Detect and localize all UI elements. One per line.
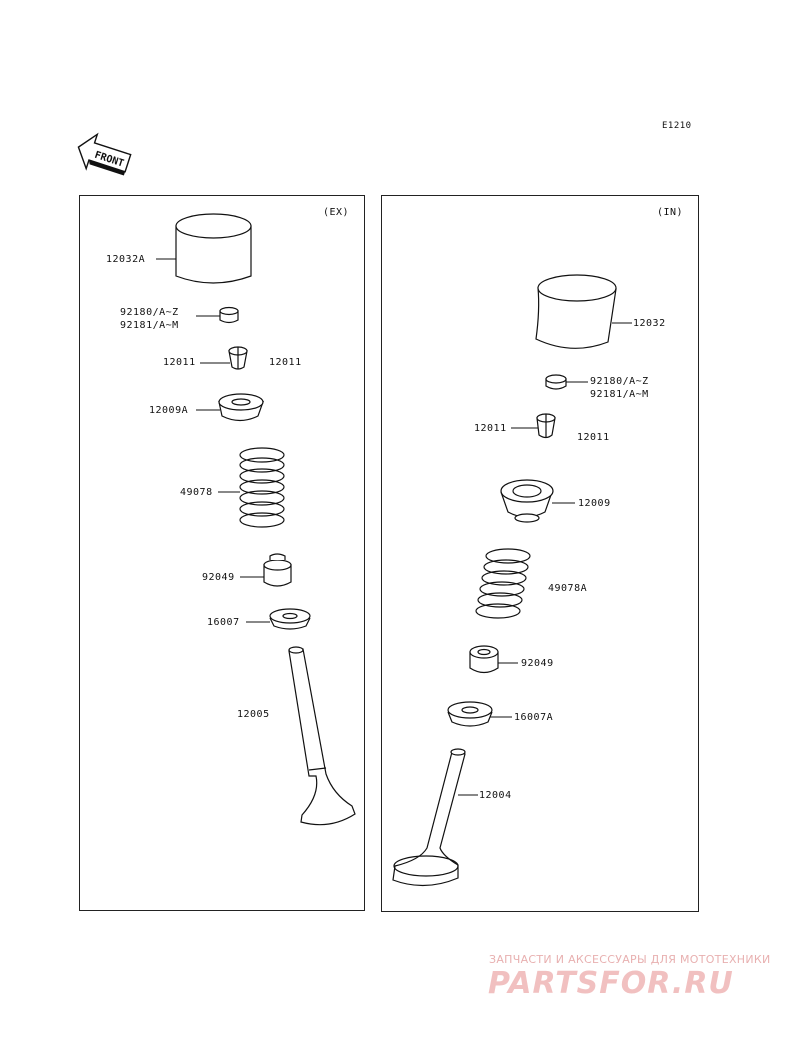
ex-stem-seal (263, 553, 292, 587)
watermark-logo: PARTSFOR.RU (488, 966, 734, 1001)
label-ex-bucket: 12032A (106, 254, 146, 265)
label-ex-seat: 16007 (207, 617, 240, 628)
label-ex-retainer: 12009A (149, 405, 189, 416)
in-tappet-bucket (535, 274, 617, 349)
label-ex-shim-a: 92180/A~Z (120, 307, 179, 318)
in-valve (392, 748, 466, 887)
label-in-cotter-right: 12011 (577, 432, 610, 443)
label-in-shim-a: 92180/A~Z (590, 376, 649, 387)
exhaust-panel (79, 195, 365, 911)
ex-valve-spring (239, 447, 285, 528)
label-in-spring: 49078A (548, 583, 588, 594)
ex-spring-retainer (218, 393, 265, 422)
in-shim (545, 374, 567, 390)
label-ex-seal: 92049 (202, 572, 235, 583)
label-in-bucket: 12032 (633, 318, 666, 329)
in-valve-spring (475, 548, 531, 619)
in-stem-seal (469, 645, 499, 674)
in-spring-seat (447, 701, 493, 727)
ex-spring-seat (269, 608, 311, 630)
ex-tappet-bucket (175, 213, 252, 284)
ex-valve (288, 646, 356, 826)
label-in-valve: 12004 (479, 790, 512, 801)
ex-cotter (228, 346, 248, 370)
label-ex-cotter-right: 12011 (269, 357, 302, 368)
intake-panel-title: (IN) (657, 207, 684, 218)
label-ex-valve: 12005 (237, 709, 270, 720)
label-ex-spring: 49078 (180, 487, 213, 498)
label-ex-cotter-left: 12011 (163, 357, 196, 368)
label-ex-shim-b: 92181/A~M (120, 320, 179, 331)
ex-shim (219, 306, 239, 324)
watermark-tagline: ЗАПЧАСТИ И АКСЕССУАРЫ ДЛЯ МОТОТЕХНИКИ (489, 953, 771, 966)
in-spring-retainer (500, 479, 554, 523)
label-in-shim-b: 92181/A~M (590, 389, 649, 400)
label-in-retainer: 12009 (578, 498, 611, 509)
diagram-code: E1210 (662, 121, 692, 131)
exhaust-panel-title: (EX) (323, 207, 350, 218)
label-in-cotter-left: 12011 (474, 423, 507, 434)
in-cotter (536, 413, 556, 439)
label-in-seat: 16007A (514, 712, 554, 723)
intake-panel (381, 195, 699, 912)
label-in-seal: 92049 (521, 658, 554, 669)
